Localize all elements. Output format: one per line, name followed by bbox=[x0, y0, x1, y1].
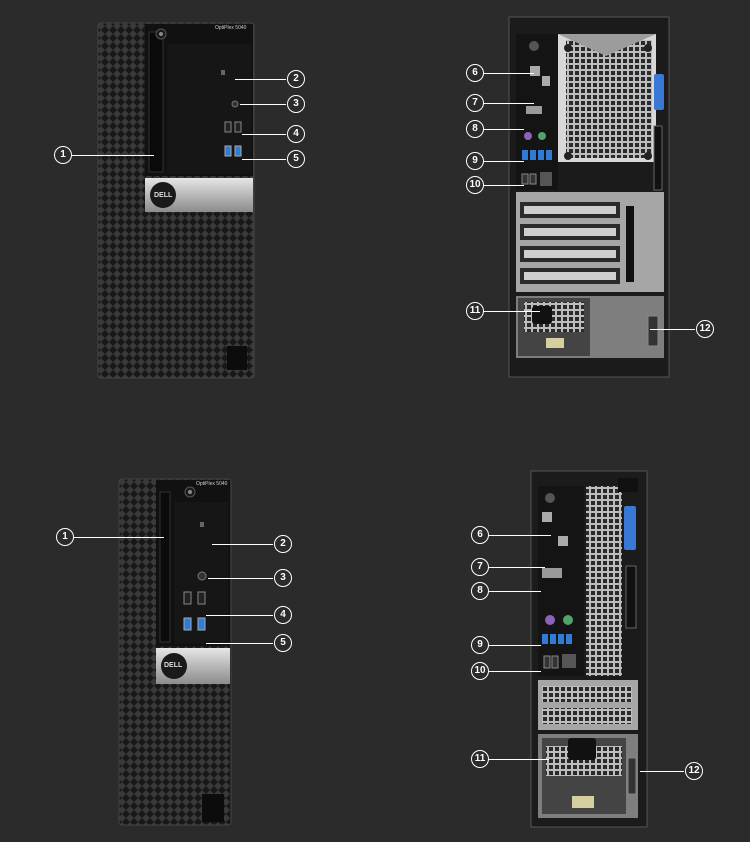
leader-line bbox=[489, 591, 541, 592]
leader-line bbox=[206, 643, 273, 644]
leader-line bbox=[489, 645, 541, 646]
leader-line bbox=[484, 129, 524, 130]
leader-line bbox=[484, 103, 534, 104]
leader-line bbox=[489, 535, 551, 536]
mt-model-label: OptiPlex 5040 bbox=[215, 25, 247, 31]
leader-line bbox=[489, 567, 545, 568]
callout-6-mt-back: 6 bbox=[466, 64, 484, 82]
callout-1-mt-front: 1 bbox=[54, 146, 72, 164]
callout-4-sff-front: 4 bbox=[274, 606, 292, 624]
mt-front-view bbox=[97, 22, 255, 379]
leader-line bbox=[489, 671, 541, 672]
leader-line bbox=[489, 759, 549, 760]
sff-back-view bbox=[530, 470, 648, 828]
callout-2-mt-front: 2 bbox=[287, 70, 305, 88]
leader-line bbox=[208, 578, 273, 579]
leader-line bbox=[484, 311, 540, 312]
leader-line bbox=[650, 329, 695, 330]
callout-6-sff-back: 6 bbox=[471, 526, 489, 544]
callout-1-sff-front: 1 bbox=[56, 528, 74, 546]
leader-line bbox=[235, 79, 286, 80]
leader-line bbox=[242, 159, 286, 160]
leader-line bbox=[640, 771, 684, 772]
sff-dell-logo: DELL bbox=[164, 662, 183, 669]
callout-7-mt-back: 7 bbox=[466, 94, 484, 112]
leader-line bbox=[484, 185, 524, 186]
mt-back-view bbox=[508, 16, 670, 378]
leader-line bbox=[240, 104, 286, 105]
leader-line bbox=[206, 615, 273, 616]
callout-9-mt-back: 9 bbox=[466, 152, 484, 170]
callout-2-sff-front: 2 bbox=[274, 535, 292, 553]
callout-8-mt-back: 8 bbox=[466, 120, 484, 138]
callout-12-mt-back: 12 bbox=[696, 320, 714, 338]
mt-dell-logo: DELL bbox=[154, 192, 173, 199]
callout-3-sff-front: 3 bbox=[274, 569, 292, 587]
callout-9-sff-back: 9 bbox=[471, 636, 489, 654]
leader-line bbox=[484, 161, 524, 162]
callout-8-sff-back: 8 bbox=[471, 582, 489, 600]
callout-5-sff-front: 5 bbox=[274, 634, 292, 652]
callout-5-mt-front: 5 bbox=[287, 150, 305, 168]
sff-front-view bbox=[118, 478, 232, 826]
callout-10-mt-back: 10 bbox=[466, 176, 484, 194]
callout-12-sff-back: 12 bbox=[685, 762, 703, 780]
callout-7-sff-back: 7 bbox=[471, 558, 489, 576]
leader-line bbox=[72, 155, 154, 156]
callout-11-mt-back: 11 bbox=[466, 302, 484, 320]
leader-line bbox=[484, 73, 534, 74]
leader-line bbox=[74, 537, 164, 538]
callout-3-mt-front: 3 bbox=[287, 95, 305, 113]
sff-model-label: OptiPlex 5040 bbox=[196, 481, 228, 487]
callout-11-sff-back: 11 bbox=[471, 750, 489, 768]
leader-line bbox=[212, 544, 273, 545]
callout-4-mt-front: 4 bbox=[287, 125, 305, 143]
leader-line bbox=[242, 134, 286, 135]
callout-10-sff-back: 10 bbox=[471, 662, 489, 680]
